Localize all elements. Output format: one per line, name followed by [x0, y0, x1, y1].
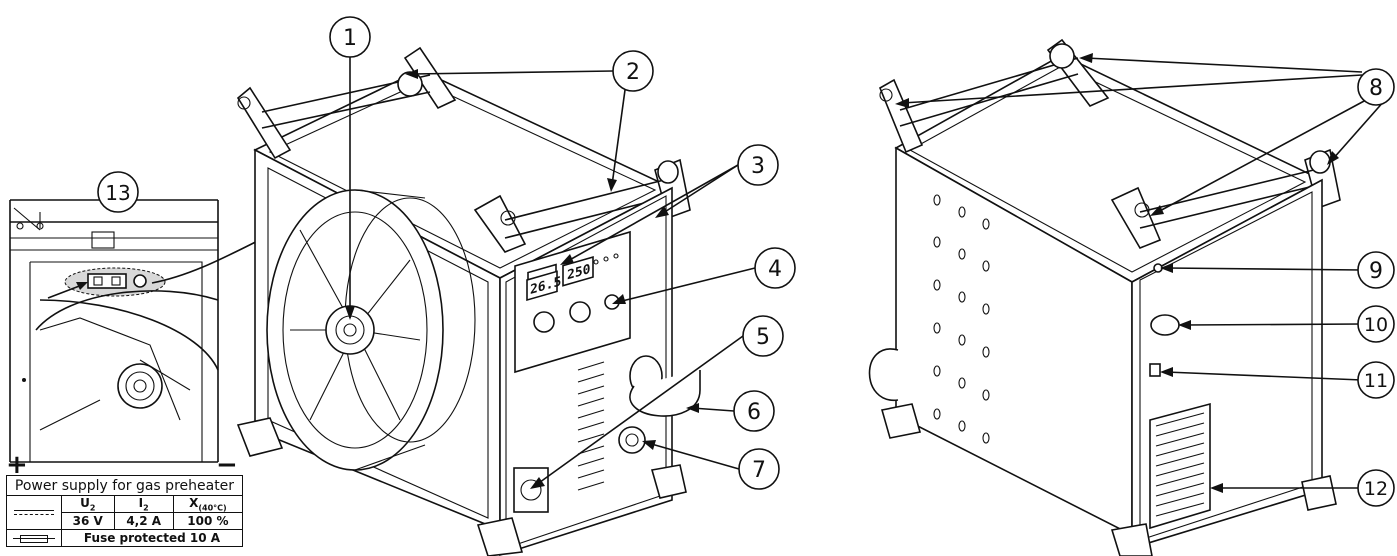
svg-text:11: 11 [1364, 370, 1388, 392]
callout-6: 6 [733, 390, 775, 432]
svg-text:13: 13 [105, 181, 130, 205]
svg-text:7: 7 [752, 458, 766, 483]
callout-10: 10 [1357, 305, 1395, 343]
svg-text:12: 12 [1364, 478, 1388, 500]
gas-preheater-spec-table: Power supply for gas preheater U2 I2 X(4… [6, 475, 244, 548]
spec-table-title: Power supply for gas preheater [6, 475, 243, 496]
header-x: X(40°C) [172, 494, 244, 514]
svg-text:10: 10 [1364, 314, 1388, 336]
callout-3: 3 [737, 144, 779, 186]
leader-lines [345, 53, 1386, 493]
callout-4: 4 [754, 247, 796, 289]
mains-cable-inlet-icon [1149, 363, 1161, 377]
svg-text:8: 8 [1369, 76, 1383, 101]
svg-text:4: 4 [768, 257, 782, 282]
callout-1: 1 [329, 16, 371, 58]
value-u: 36 V [61, 512, 115, 531]
callout-13: 13 [97, 171, 139, 213]
callout-11: 11 [1357, 361, 1395, 399]
callout-2: 2 [612, 50, 654, 92]
svg-text:2: 2 [626, 60, 640, 85]
main-switch-icon [1150, 314, 1180, 336]
svg-text:9: 9 [1369, 259, 1383, 284]
polarity-plus: + [6, 450, 28, 480]
svg-text:6: 6 [747, 400, 761, 425]
dc-symbol-icon [6, 494, 62, 531]
header-i: I2 [113, 494, 174, 514]
svg-text:3: 3 [751, 154, 765, 179]
callout-12: 12 [1357, 469, 1395, 507]
svg-text:5: 5 [756, 325, 770, 350]
callout-9: 9 [1357, 251, 1395, 289]
inset-detail [9, 199, 219, 463]
callout-5: 5 [742, 315, 784, 357]
callout-7: 7 [738, 448, 780, 490]
fuse-icon [6, 529, 62, 548]
header-u: U2 [61, 494, 115, 514]
rear-unit [868, 38, 1341, 556]
polarity-minus: − [216, 450, 238, 480]
fuse-text: Fuse protected 10 A [61, 529, 243, 548]
value-i: 4,2 A [113, 512, 174, 531]
value-x: 100 % [172, 512, 244, 531]
front-unit: 26.5 250 [236, 46, 701, 556]
callout-8: 8 [1357, 68, 1395, 106]
left-knob-icon [533, 311, 555, 333]
center-knob-icon [569, 301, 591, 323]
svg-text:1: 1 [343, 26, 357, 51]
current-display: 250 [567, 262, 590, 283]
